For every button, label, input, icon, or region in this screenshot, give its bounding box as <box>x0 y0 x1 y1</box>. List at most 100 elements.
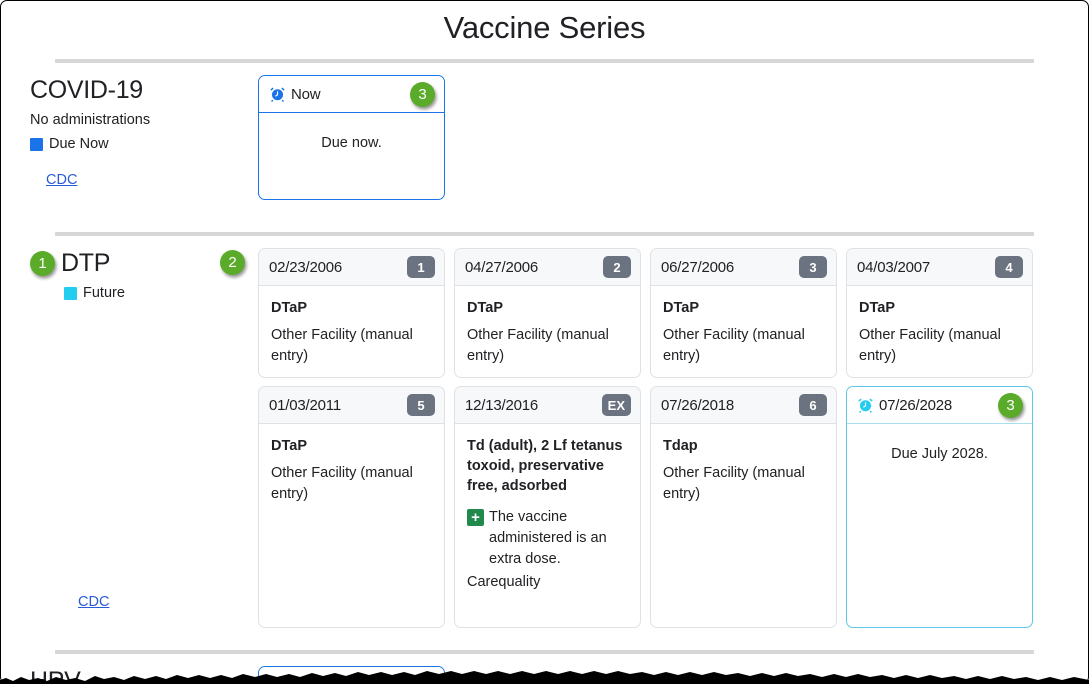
card-date: 01/03/2011 <box>269 396 341 414</box>
cdc-link[interactable]: CDC <box>46 172 78 188</box>
card-row: Now 3 Due now. <box>258 75 1054 200</box>
due-text: Due July 2028. <box>891 446 988 462</box>
series-name: COVID-19 <box>30 76 143 104</box>
series-info-hpv: HPV <box>0 666 258 684</box>
series-row-covid-19: COVID-19 No administrations Due Now CDC <box>0 63 1089 208</box>
series-subtitle: No administrations <box>30 112 151 128</box>
card-date-wrap: 07/26/2028 <box>857 397 952 414</box>
legend-label: Future <box>83 285 125 301</box>
vaccine-name: DTaP <box>467 300 503 316</box>
dose-badge-extra: EX <box>601 394 631 416</box>
card-date-wrap: Now <box>269 85 321 103</box>
card-header: 04/27/2006 2 <box>455 249 640 286</box>
administration-card[interactable]: 07/26/2018 6 Tdap Other Facility (manual… <box>650 386 837 628</box>
vaccine-facility: Other Facility (manual entry) <box>271 327 413 364</box>
card-header: 07/26/2018 6 <box>651 387 836 424</box>
card-date: 07/26/2028 <box>879 396 953 414</box>
dose-badge: 5 <box>407 394 435 416</box>
administration-card[interactable]: 06/27/2006 3 DTaP Other Facility (manual… <box>650 248 837 378</box>
administration-card[interactable]: 04/03/2007 4 DTaP Other Facility (manual… <box>846 248 1033 378</box>
extra-dose-note: + The vaccine administered is an extra d… <box>467 507 628 570</box>
card-row: 01/03/2011 5 DTaP Other Facility (manual… <box>258 386 1054 628</box>
legend-swatch-future <box>64 286 77 300</box>
vaccine-facility: Other Facility (manual entry) <box>271 465 413 502</box>
page-title: Vaccine Series <box>443 10 646 45</box>
card-body: Tdap Other Facility (manual entry) <box>651 424 836 627</box>
forecast-card-future[interactable]: 07/26/2028 3 Due July 2028. <box>846 386 1033 628</box>
card-date: 04/03/2007 <box>857 258 931 276</box>
card-header: 12/13/2016 EX <box>455 387 640 424</box>
series-row-dtp: 1 DTP Future CDC 2 02/23/2006 1 DTaP <box>0 236 1089 636</box>
card-body: Due July 2028. <box>847 424 1032 627</box>
vaccine-name: Td (adult), 2 Lf tetanus toxoid, preserv… <box>467 438 623 494</box>
series-name: HPV <box>30 667 81 684</box>
source-text: Carequality <box>467 574 541 590</box>
card-body: DTaP Other Facility (manual entry) <box>259 286 444 377</box>
card-date: 06/27/2006 <box>661 258 735 276</box>
vaccine-name: DTaP <box>271 300 307 316</box>
step-marker-1: 1 <box>30 250 55 276</box>
card-header: 01/03/2011 5 <box>259 387 444 424</box>
cards-wrap-hpv: Now <box>258 666 1089 684</box>
card-date: Now <box>291 677 321 684</box>
vaccine-name: DTaP <box>271 438 307 454</box>
series-row-hpv: HPV Now <box>0 654 1089 684</box>
series-name-row: COVID-19 <box>30 75 258 105</box>
administration-card[interactable]: 04/27/2006 2 DTaP Other Facility (manual… <box>454 248 641 378</box>
series-name-row: HPV <box>30 666 258 684</box>
card-header: 06/27/2006 3 <box>651 249 836 286</box>
legend-label: Due Now <box>49 136 109 152</box>
cards-wrap-covid-19: Now 3 Due now. <box>258 75 1089 208</box>
vaccine-name: DTaP <box>663 300 699 316</box>
alarm-clock-icon <box>269 86 286 103</box>
series-info-dtp: 1 DTP Future CDC 2 <box>0 248 258 628</box>
card-header: Now <box>259 667 444 684</box>
dose-badge: 1 <box>407 256 435 278</box>
dose-badge: 6 <box>799 394 827 416</box>
card-header: 07/26/2028 3 <box>847 387 1032 424</box>
card-date: 12/13/2016 <box>465 396 539 414</box>
dose-badge: 4 <box>995 256 1023 278</box>
section-divider <box>55 232 1034 236</box>
dose-badge: 3 <box>799 256 827 278</box>
note-text: The vaccine administered is an extra dos… <box>489 509 607 567</box>
forecast-card-due-now[interactable]: Now <box>258 666 445 684</box>
forecast-dose-badge: 3 <box>998 393 1023 418</box>
cdc-link[interactable]: CDC <box>78 594 110 610</box>
card-header: Now 3 <box>259 76 444 113</box>
card-row: Now <box>258 666 1054 684</box>
vaccine-facility: Other Facility (manual entry) <box>663 327 805 364</box>
series-legend: Future <box>30 285 258 301</box>
card-date: 04/27/2006 <box>465 258 539 276</box>
card-body: DTaP Other Facility (manual entry) <box>455 286 640 377</box>
cards-wrap-dtp: 02/23/2006 1 DTaP Other Facility (manual… <box>258 248 1089 636</box>
series-info-covid-19: COVID-19 No administrations Due Now CDC <box>0 75 258 188</box>
administration-card[interactable]: 01/03/2011 5 DTaP Other Facility (manual… <box>258 386 445 628</box>
vaccine-facility: Other Facility (manual entry) <box>467 327 609 364</box>
legend-swatch-due-now <box>30 137 43 151</box>
forecast-dose-badge: 3 <box>410 82 435 107</box>
card-date: Now <box>291 85 321 103</box>
series-legend: Due Now <box>30 136 258 152</box>
series-name: DTP <box>61 249 111 277</box>
vaccine-name: DTaP <box>859 300 895 316</box>
vaccine-facility: Other Facility (manual entry) <box>663 465 805 502</box>
administration-card[interactable]: 02/23/2006 1 DTaP Other Facility (manual… <box>258 248 445 378</box>
card-header: 02/23/2006 1 <box>259 249 444 286</box>
card-date-wrap: Now <box>269 677 321 684</box>
plus-icon: + <box>467 509 484 526</box>
card-body: Due now. <box>259 113 444 199</box>
vaccine-facility: Other Facility (manual entry) <box>859 327 1001 364</box>
card-date: 07/26/2018 <box>661 396 735 414</box>
card-header: 04/03/2007 4 <box>847 249 1032 286</box>
step-marker-2: 2 <box>220 250 245 275</box>
forecast-card-due-now[interactable]: Now 3 Due now. <box>258 75 445 200</box>
card-body: Td (adult), 2 Lf tetanus toxoid, preserv… <box>455 424 640 627</box>
card-row: 02/23/2006 1 DTaP Other Facility (manual… <box>258 248 1054 378</box>
card-body: DTaP Other Facility (manual entry) <box>259 424 444 627</box>
vaccine-name: Tdap <box>663 438 698 454</box>
card-date: 02/23/2006 <box>269 258 343 276</box>
administration-card-extra-dose[interactable]: 12/13/2016 EX Td (adult), 2 Lf tetanus t… <box>454 386 641 628</box>
section-divider <box>55 650 1034 654</box>
